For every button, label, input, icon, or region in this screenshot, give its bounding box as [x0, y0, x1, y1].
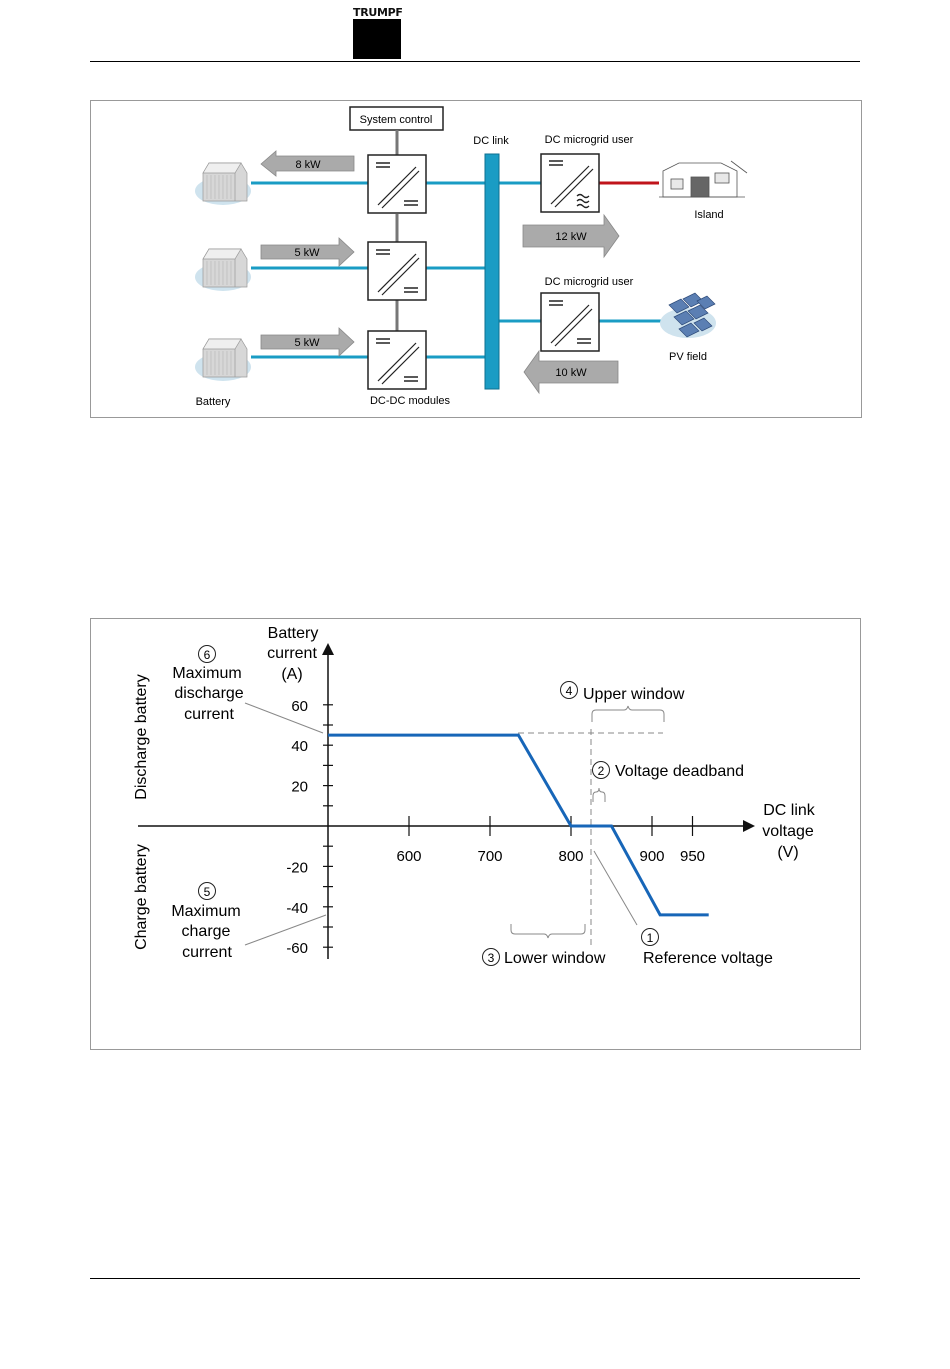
lower-window-label: Lower window — [504, 950, 606, 967]
svg-text:1: 1 — [647, 931, 654, 945]
logo-block — [353, 19, 401, 59]
y-axis-arrow — [322, 643, 334, 655]
upper-window-brace — [591, 705, 665, 722]
reference-voltage-label: Reference voltage — [643, 950, 773, 967]
deadband-label: Voltage deadband — [615, 763, 744, 780]
svg-text:5: 5 — [204, 885, 211, 899]
marker-1 — [641, 928, 659, 946]
flow-label: 8 kW — [295, 159, 321, 171]
leader-reference — [593, 850, 638, 926]
x-ticks — [408, 816, 694, 836]
house-icon — [659, 160, 748, 198]
dc-link-bar — [484, 153, 500, 390]
droop-chart: Battery current (A) DC link voltage (V) … — [90, 618, 861, 1050]
microgrid-user-inverter — [540, 153, 600, 213]
max-discharge-line1: Maximum — [172, 665, 241, 682]
flow-label: 12 kW — [555, 231, 587, 243]
dc-link-label: DC link — [473, 135, 509, 147]
y-ticks — [323, 704, 333, 948]
flow-arrow-user2 — [523, 349, 619, 395]
leader-max-discharge — [244, 702, 324, 734]
battery-label: Battery — [196, 396, 231, 408]
system-diagram: System control DC link Battery DC-DC mod… — [90, 100, 862, 418]
flow-arrow-user1 — [522, 213, 620, 259]
x-title-line2: voltage — [762, 823, 814, 840]
droop-curve — [328, 733, 709, 917]
y-tick-label: 40 — [291, 738, 308, 755]
system-diagram-svg: System control DC link Battery DC-DC mod… — [194, 106, 748, 408]
flow-label: 10 kW — [555, 367, 587, 379]
marker-4 — [560, 681, 578, 699]
user2-label: DC microgrid user — [545, 276, 634, 288]
upper-window-label: Upper window — [583, 686, 685, 703]
flow-arrow-left — [260, 150, 355, 177]
dc-dc-module — [367, 241, 427, 301]
flow-arrow-right — [260, 237, 355, 267]
marker-3 — [482, 948, 500, 966]
marker-5 — [198, 882, 216, 900]
x-tick-label: 900 — [639, 848, 664, 865]
y-title-line1: Battery — [268, 625, 319, 642]
pv-field-icon — [660, 292, 716, 338]
x-tick-label: 700 — [477, 848, 502, 865]
header-rule — [90, 61, 860, 62]
x-tick-label: 800 — [558, 848, 583, 865]
x-title-line1: DC link — [763, 802, 816, 819]
svg-text:3: 3 — [488, 951, 495, 965]
island-label: Island — [694, 209, 723, 221]
flow-label: 5 kW — [294, 337, 320, 349]
max-charge-line2: charge — [182, 923, 231, 940]
y-tick-label: -60 — [286, 940, 308, 957]
max-charge-line1: Maximum — [171, 903, 240, 920]
droop-chart-svg: Battery current (A) DC link voltage (V) … — [133, 625, 816, 967]
modules-label: DC-DC modules — [370, 395, 451, 407]
leader-max-charge — [244, 914, 327, 946]
battery-icon — [194, 248, 252, 292]
microgrid-user-converter — [540, 292, 600, 352]
flow-arrow-right — [260, 327, 355, 357]
trumpf-logo: TRUMPF — [353, 6, 403, 59]
max-charge-line3: current — [182, 944, 232, 961]
flow-label: 5 kW — [294, 247, 320, 259]
x-tick-label: 950 — [680, 848, 705, 865]
x-tick-label: 600 — [396, 848, 421, 865]
deadband-brace — [592, 787, 606, 802]
y-tick-label: 20 — [291, 779, 308, 796]
max-discharge-line3: current — [184, 706, 234, 723]
marker-6 — [198, 645, 216, 663]
battery-icon — [194, 338, 252, 382]
y-title-line2: current — [267, 645, 317, 662]
battery-icon — [194, 162, 252, 206]
marker-2 — [592, 761, 610, 779]
dc-dc-module — [367, 330, 427, 390]
logo-text: TRUMPF — [353, 6, 403, 19]
dc-dc-module — [367, 154, 427, 214]
discharge-side-label: Discharge battery — [133, 674, 150, 799]
svg-text:6: 6 — [204, 648, 211, 662]
lower-window-brace — [510, 924, 586, 939]
max-discharge-line2: discharge — [174, 685, 243, 702]
y-tick-label: 60 — [291, 698, 308, 715]
svg-text:2: 2 — [598, 764, 605, 778]
y-title-line3: (A) — [281, 666, 302, 683]
svg-text:4: 4 — [566, 684, 573, 698]
pv-label: PV field — [669, 351, 707, 363]
footer-rule — [90, 1278, 860, 1279]
charge-side-label: Charge battery — [133, 844, 150, 950]
y-tick-label: -20 — [286, 859, 308, 876]
x-title-line3: (V) — [777, 844, 798, 861]
x-axis-arrow — [743, 820, 755, 832]
system-control-label: System control — [360, 114, 433, 126]
dc-cables — [251, 181, 663, 359]
user1-label: DC microgrid user — [545, 134, 634, 146]
y-tick-label: -40 — [286, 900, 308, 917]
